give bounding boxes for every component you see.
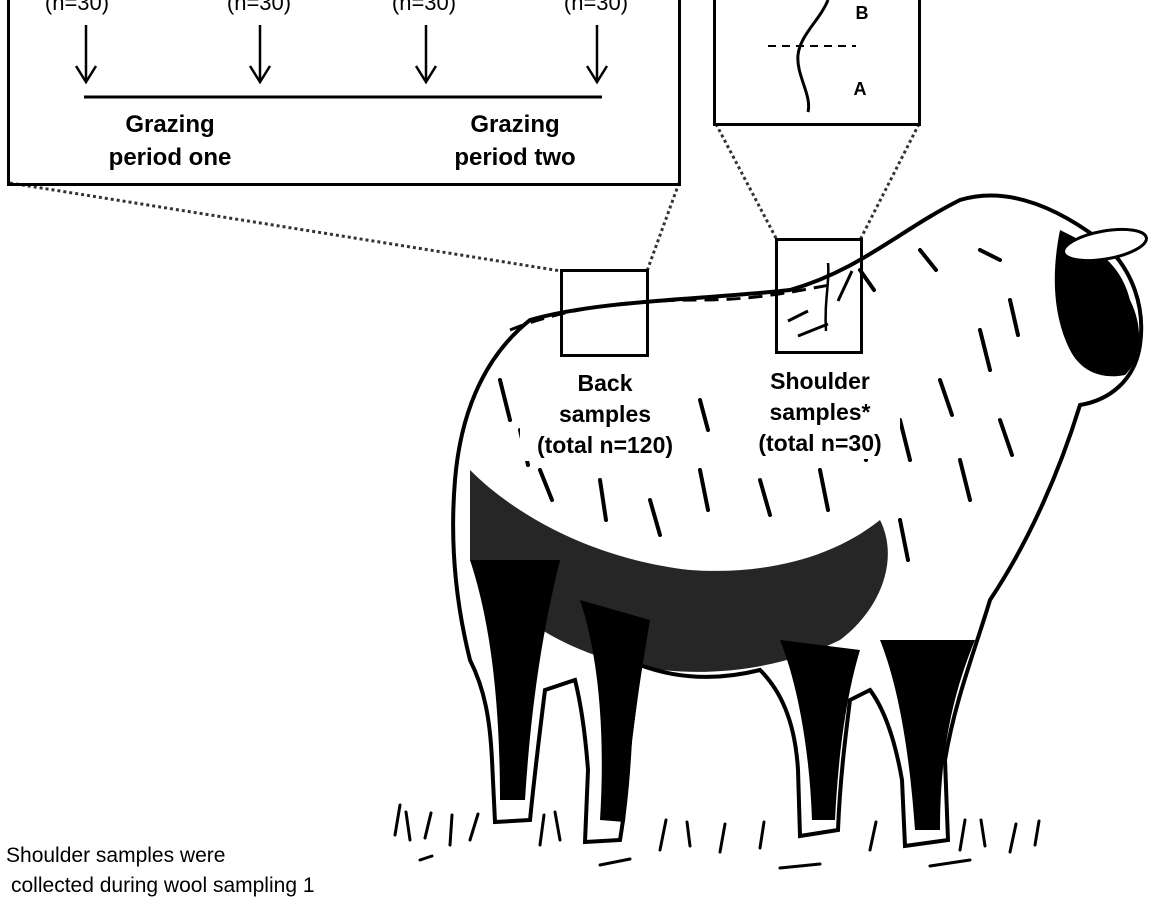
back-samples-line2: samples (520, 399, 690, 430)
shoulder-fibre (778, 241, 860, 351)
fibre-segment-a: A (850, 80, 870, 98)
shoulder-samples-line2: samples* (740, 397, 900, 428)
grazing-period-two-line1: Grazing (430, 108, 600, 141)
grazing-period-one-line2: period one (90, 141, 250, 174)
sample-count-2: (n=30) (204, 0, 314, 14)
connector-timeline-right (647, 183, 679, 271)
grazing-period-two-line2: period two (430, 141, 600, 174)
back-samples-line3: (total n=120) (520, 430, 690, 461)
shoulder-samples-line3: (total n=30) (740, 428, 900, 459)
connector-fibre-right (860, 124, 919, 240)
grazing-period-one-line1: Grazing (90, 108, 250, 141)
footnote-line2: collected during wool sampling 1 (11, 874, 315, 898)
shoulder-sample-box (775, 238, 863, 354)
grazing-period-one: Grazing period one (90, 108, 250, 174)
sample-count-3: (n=30) (369, 0, 479, 14)
connector-timeline-left (10, 183, 561, 271)
sample-count-4: (n=30) (541, 0, 651, 14)
grazing-period-two: Grazing period two (430, 108, 600, 174)
back-samples-label: Back samples (total n=120) (520, 368, 690, 461)
sheep-illustration (395, 196, 1149, 868)
shoulder-samples-line1: Shoulder (740, 366, 900, 397)
back-samples-line1: Back (520, 368, 690, 399)
shoulder-samples-label: Shoulder samples* (total n=30) (740, 366, 900, 459)
footnote-line1: * Shoulder samples were (0, 844, 225, 868)
fibre-inset (713, 0, 921, 126)
sample-count-1: (n=30) (22, 0, 132, 14)
fibre-segment-b: B (852, 4, 872, 22)
connector-fibre-left (716, 124, 777, 240)
back-sample-box (560, 269, 649, 357)
